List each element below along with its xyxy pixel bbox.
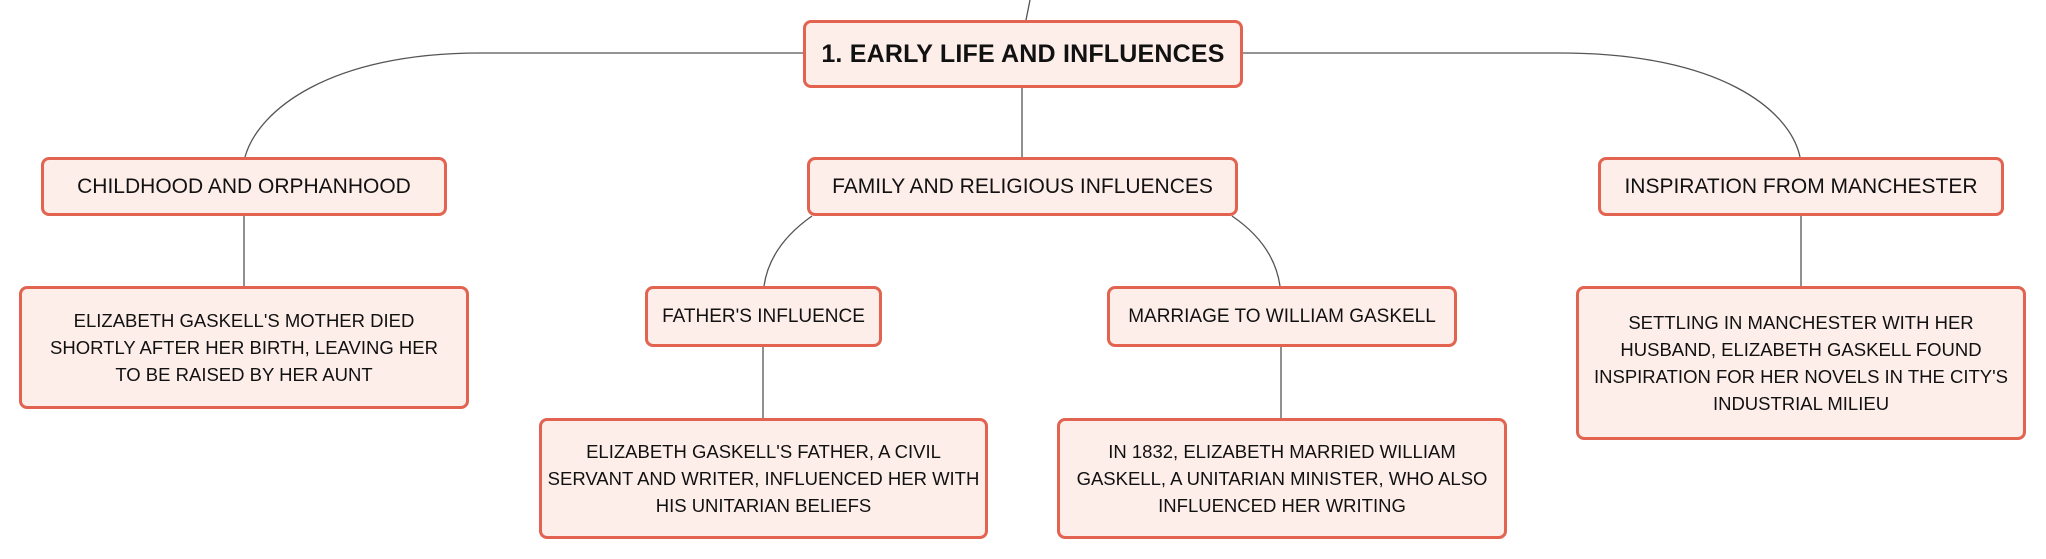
connector-family-marriage — [1231, 215, 1281, 287]
connector-incoming-root — [1025, 0, 1031, 21]
node-detail-text: IN 1832, ELIZABETH MARRIED WILLIAM GASKE… — [1076, 441, 1488, 516]
node-childhood-and-orphanhood[interactable]: CHILDHOOD AND ORPHANHOOD — [41, 157, 447, 216]
node-father-detail[interactable]: ELIZABETH GASKELL'S FATHER, A CIVIL SERV… — [539, 418, 988, 539]
node-label: INSPIRATION FROM MANCHESTER — [1624, 174, 1978, 198]
node-childhood-detail[interactable]: ELIZABETH GASKELL'S MOTHER DIED SHORTLY … — [19, 286, 469, 409]
node-marriage-to-william-gaskell[interactable]: MARRIAGE TO WILLIAM GASKELL — [1107, 286, 1457, 347]
node-detail-text: SETTLING IN MANCHESTER WITH HER HUSBAND,… — [1593, 312, 2009, 414]
node-label: CHILDHOOD AND ORPHANHOOD — [77, 174, 411, 198]
node-label: FATHER'S INFLUENCE — [662, 305, 865, 327]
node-detail-text: ELIZABETH GASKELL'S MOTHER DIED SHORTLY … — [50, 310, 438, 385]
connector-root-manchester — [1242, 52, 1801, 158]
node-fathers-influence[interactable]: FATHER'S INFLUENCE — [645, 286, 882, 347]
node-detail-text: ELIZABETH GASKELL'S FATHER, A CIVIL SERV… — [547, 441, 980, 516]
node-label: MARRIAGE TO WILLIAM GASKELL — [1128, 305, 1436, 327]
connector-family-father — [763, 215, 813, 287]
connector-root-childhood — [244, 52, 803, 158]
node-family-and-religious-influences[interactable]: FAMILY AND RELIGIOUS INFLUENCES — [807, 157, 1238, 216]
node-label: FAMILY AND RELIGIOUS INFLUENCES — [832, 174, 1213, 198]
root-label: 1. EARLY LIFE AND INFLUENCES — [821, 39, 1225, 68]
root-node[interactable]: 1. EARLY LIFE AND INFLUENCES — [803, 20, 1243, 88]
node-inspiration-detail[interactable]: SETTLING IN MANCHESTER WITH HER HUSBAND,… — [1576, 286, 2026, 440]
node-inspiration-from-manchester[interactable]: INSPIRATION FROM MANCHESTER — [1598, 157, 2004, 216]
node-marriage-detail[interactable]: IN 1832, ELIZABETH MARRIED WILLIAM GASKE… — [1057, 418, 1507, 539]
